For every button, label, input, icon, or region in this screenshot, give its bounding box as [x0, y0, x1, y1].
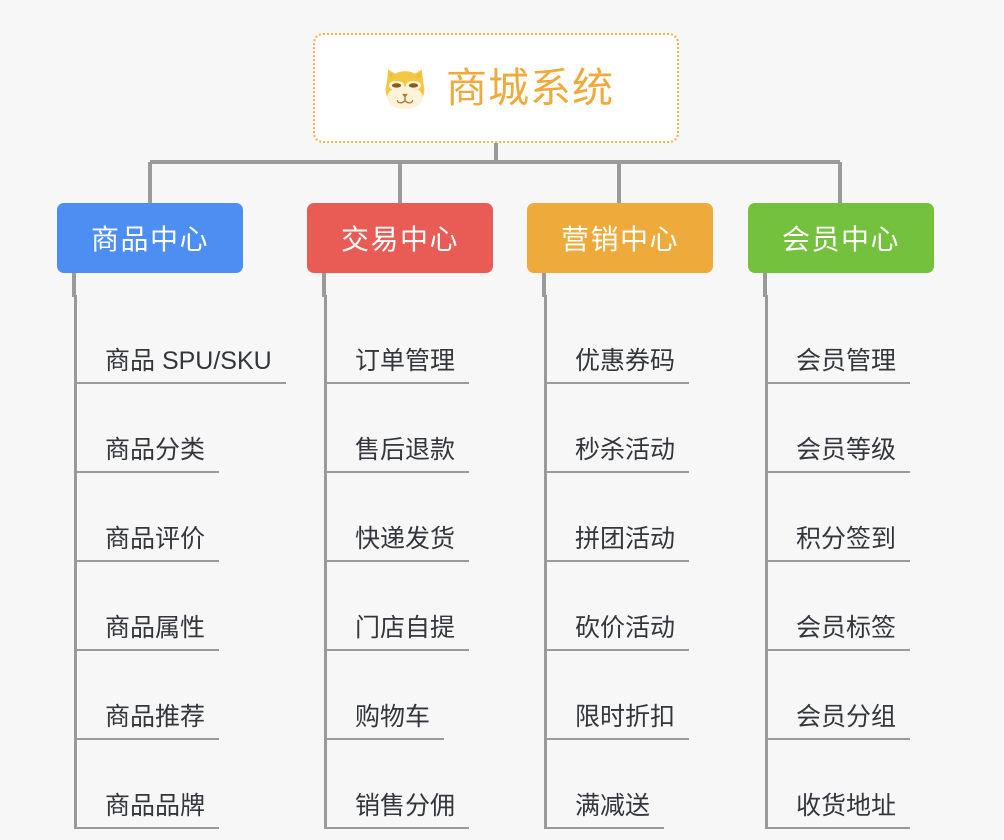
leaf-label: 商品分类	[91, 436, 220, 473]
leaf-label: 秒杀活动	[561, 436, 690, 473]
leaf-item[interactable]: 商品 SPU/SKU	[77, 295, 286, 384]
leaf-item[interactable]: 会员管理	[768, 295, 934, 384]
leaf-item[interactable]: 快递发货	[327, 473, 493, 562]
leaf-label: 快递发货	[341, 525, 470, 562]
leaf-item[interactable]: 商品属性	[77, 562, 243, 651]
branch-header-member-center[interactable]: 会员中心	[748, 203, 934, 273]
leaf-item[interactable]: 拼团活动	[547, 473, 713, 562]
leaf-label: 拼团活动	[561, 525, 690, 562]
leaf-label: 商品品牌	[91, 792, 220, 829]
leaf-label: 订单管理	[341, 347, 470, 384]
root-title: 商城系统	[446, 64, 614, 111]
leaf-list-marketing-center: 优惠券码 秒杀活动 拼团活动 砍价活动 限时折扣 满减送	[544, 295, 713, 829]
leaf-item[interactable]: 积分签到	[768, 473, 934, 562]
leaf-item[interactable]: 砍价活动	[547, 562, 713, 651]
shiba-dog-face-icon	[385, 69, 425, 110]
leaf-item[interactable]: 会员标签	[768, 562, 934, 651]
root-node[interactable]: 商城系统	[313, 33, 679, 143]
leaf-item[interactable]: 售后退款	[327, 384, 493, 473]
leaf-label: 收货地址	[782, 792, 911, 829]
leaf-item[interactable]: 收货地址	[768, 740, 934, 829]
leaf-label: 积分签到	[782, 525, 911, 562]
leaf-item[interactable]: 商品品牌	[77, 740, 243, 829]
leaf-label: 商品推荐	[91, 703, 220, 740]
leaf-item[interactable]: 会员分组	[768, 651, 934, 740]
branch-member-center: 会员中心 会员管理 会员等级 积分签到 会员标签 会员分组 收货地址	[748, 203, 934, 829]
leaf-label: 售后退款	[341, 436, 470, 473]
leaf-label: 优惠券码	[561, 347, 690, 384]
leaf-item[interactable]: 订单管理	[327, 295, 493, 384]
leaf-item[interactable]: 优惠券码	[547, 295, 713, 384]
leaf-label: 满减送	[561, 792, 665, 829]
branch-product-center: 商品中心 商品 SPU/SKU 商品分类 商品评价 商品属性 商品推荐 商品品牌	[57, 203, 286, 829]
leaf-list-trade-center: 订单管理 售后退款 快递发货 门店自提 购物车 销售分佣	[324, 295, 493, 829]
leaf-label: 会员分组	[782, 703, 911, 740]
leaf-label: 销售分佣	[341, 792, 470, 829]
leaf-item[interactable]: 满减送	[547, 740, 713, 829]
leaf-list-product-center: 商品 SPU/SKU 商品分类 商品评价 商品属性 商品推荐 商品品牌	[74, 295, 286, 829]
leaf-item[interactable]: 购物车	[327, 651, 493, 740]
branch-header-trade-center[interactable]: 交易中心	[307, 203, 493, 273]
leaf-label: 限时折扣	[561, 703, 690, 740]
leaf-label: 会员等级	[782, 436, 911, 473]
leaf-label: 商品 SPU/SKU	[91, 347, 286, 384]
leaf-item[interactable]: 商品分类	[77, 384, 243, 473]
leaf-label: 砍价活动	[561, 614, 690, 651]
leaf-list-member-center: 会员管理 会员等级 积分签到 会员标签 会员分组 收货地址	[765, 295, 934, 829]
leaf-item[interactable]: 门店自提	[327, 562, 493, 651]
leaf-item[interactable]: 销售分佣	[327, 740, 493, 829]
leaf-label: 会员标签	[782, 614, 911, 651]
leaf-item[interactable]: 限时折扣	[547, 651, 713, 740]
leaf-label: 会员管理	[782, 347, 911, 384]
leaf-item[interactable]: 会员等级	[768, 384, 934, 473]
leaf-label: 商品属性	[91, 614, 220, 651]
branch-header-product-center[interactable]: 商品中心	[57, 203, 243, 273]
leaf-item[interactable]: 商品评价	[77, 473, 243, 562]
branch-header-marketing-center[interactable]: 营销中心	[527, 203, 713, 273]
leaf-label: 商品评价	[91, 525, 220, 562]
leaf-label: 门店自提	[341, 614, 470, 651]
leaf-item[interactable]: 商品推荐	[77, 651, 243, 740]
branch-marketing-center: 营销中心 优惠券码 秒杀活动 拼团活动 砍价活动 限时折扣 满减送	[527, 203, 713, 829]
leaf-item[interactable]: 秒杀活动	[547, 384, 713, 473]
leaf-label: 购物车	[341, 703, 445, 740]
branch-trade-center: 交易中心 订单管理 售后退款 快递发货 门店自提 购物车 销售分佣	[307, 203, 493, 829]
